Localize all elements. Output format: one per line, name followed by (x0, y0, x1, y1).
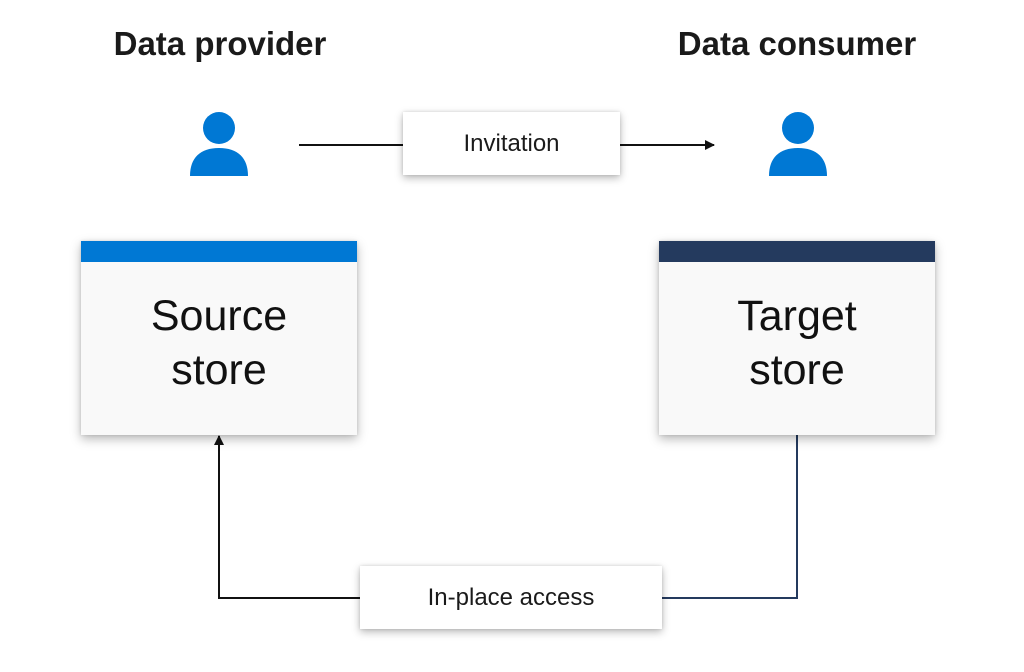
provider-person-icon (190, 112, 248, 176)
source-store-label: Source store (81, 289, 357, 397)
invitation-label: Invitation (463, 130, 560, 157)
consumer-person-icon (769, 112, 827, 176)
in-place-access-label: In-place access (427, 584, 595, 611)
target-store-label: Target store (659, 289, 935, 397)
source-store-line2: store (171, 346, 267, 394)
access-line-to-source (214, 435, 360, 599)
source-store-line1: Source (150, 292, 288, 340)
provider-title: Data provider (113, 25, 327, 62)
access-line-from-target (662, 433, 798, 599)
target-store-header-bar (659, 241, 935, 262)
consumer-title: Data consumer (677, 25, 917, 62)
invitation-label-box: Invitation (403, 112, 620, 175)
target-store-line2: store (749, 346, 845, 394)
target-store-card: Target store (659, 241, 935, 435)
source-store-header-bar (81, 241, 357, 262)
target-store-line1: Target (737, 292, 857, 340)
source-store-card: Source store (81, 241, 357, 435)
in-place-access-label-box: In-place access (360, 566, 662, 629)
